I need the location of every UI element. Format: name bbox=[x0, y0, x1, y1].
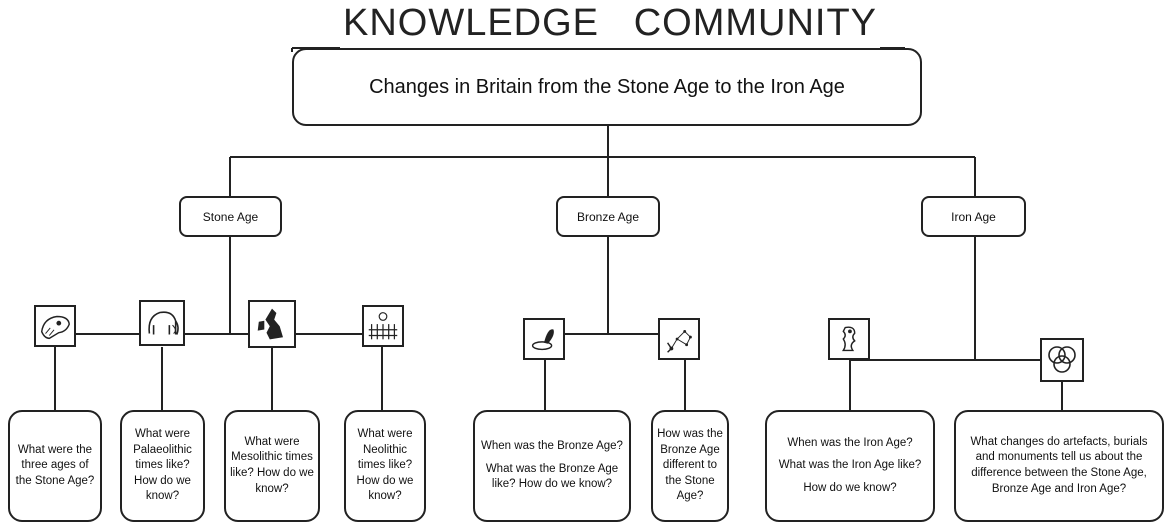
question-text: What were Palaeolithic times like? How d… bbox=[133, 428, 192, 503]
question-text: What was the Iron Age like? bbox=[778, 459, 922, 472]
iron-age-label: Iron Age bbox=[951, 209, 996, 224]
main-topic-label: Changes in Britain from the Stone Age to… bbox=[369, 75, 845, 98]
question-text: How do we know? bbox=[803, 481, 897, 494]
diagram-title: KNOWLEDGE COMMUNITY bbox=[340, 2, 880, 48]
overlapping-circles-icon bbox=[1040, 338, 1084, 382]
main-topic-box: Changes in Britain from the Stone Age to… bbox=[292, 48, 922, 126]
bronze-artefact-icon bbox=[523, 318, 565, 360]
question-text: What were Mesolithic times like? How do … bbox=[230, 435, 314, 495]
question-text: When was the Bronze Age? bbox=[481, 440, 623, 453]
question-box-bronze-vs-stone: How was the Bronze Age different to the … bbox=[651, 410, 729, 522]
question-box-stone-age-ages: What were the three ages of the Stone Ag… bbox=[8, 410, 102, 522]
question-text: When was the Iron Age? bbox=[787, 436, 913, 449]
question-text: What changes do artefacts, burials and m… bbox=[970, 435, 1148, 495]
question-box-bronze-age: When was the Bronze Age? What was the Br… bbox=[473, 410, 631, 522]
mammoth-icon bbox=[139, 300, 185, 346]
bronze-age-label: Bronze Age bbox=[576, 209, 640, 224]
question-box-palaeolithic: What were Palaeolithic times like? How d… bbox=[120, 410, 205, 522]
iron-age-box: Iron Age bbox=[921, 196, 1026, 237]
bronze-age-box: Bronze Age bbox=[556, 196, 660, 237]
question-text: What were the three ages of the Stone Ag… bbox=[15, 443, 95, 487]
iron-age-figure-icon bbox=[828, 318, 870, 360]
question-box-comparison: What changes do artefacts, burials and m… bbox=[954, 410, 1164, 522]
question-box-mesolithic: What were Mesolithic times like? How do … bbox=[224, 410, 320, 522]
wheat-field-icon bbox=[362, 305, 404, 347]
british-isles-map-icon bbox=[248, 300, 296, 348]
question-text: What was the Bronze Age like? How do we … bbox=[485, 462, 619, 491]
skull-icon bbox=[34, 305, 76, 347]
question-box-neolithic: What were Neolithic times like? How do w… bbox=[344, 410, 426, 522]
question-text: How was the Bronze Age different to the … bbox=[657, 428, 723, 503]
constellation-icon bbox=[658, 318, 700, 360]
stone-age-label: Stone Age bbox=[202, 209, 259, 224]
stone-age-box: Stone Age bbox=[179, 196, 282, 237]
question-box-iron-age: When was the Iron Age? What was the Iron… bbox=[765, 410, 935, 522]
question-text: What were Neolithic times like? How do w… bbox=[356, 428, 414, 503]
